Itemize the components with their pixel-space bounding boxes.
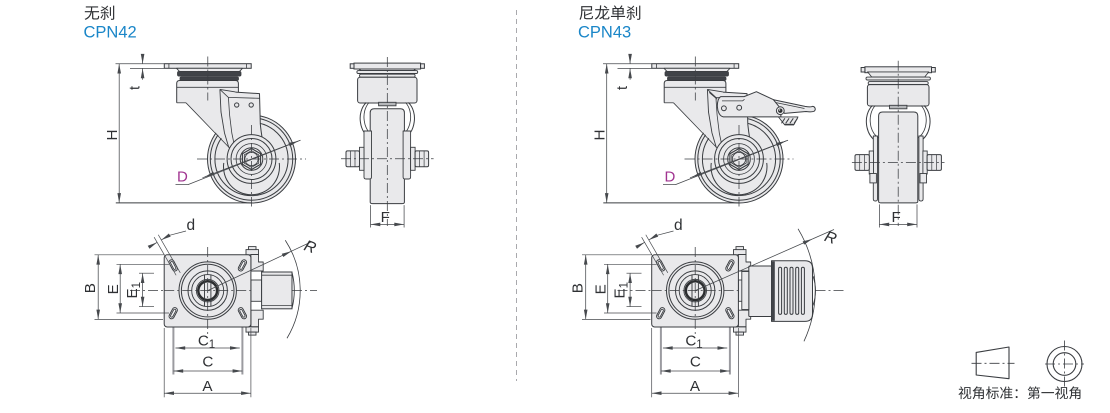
svg-text:H: H xyxy=(591,130,608,141)
svg-text:B: B xyxy=(569,283,586,293)
svg-text:F: F xyxy=(892,209,901,226)
svg-text:CPN43: CPN43 xyxy=(578,23,631,41)
svg-text:d: d xyxy=(674,217,683,234)
svg-text:R: R xyxy=(302,238,319,258)
svg-text:t: t xyxy=(615,86,631,90)
svg-text:t: t xyxy=(127,86,143,90)
svg-text:R: R xyxy=(822,228,839,248)
svg-text:F: F xyxy=(381,209,390,226)
svg-text:C: C xyxy=(690,354,701,371)
svg-text:A: A xyxy=(202,378,213,395)
svg-text:CPN42: CPN42 xyxy=(84,23,137,41)
svg-text:E: E xyxy=(592,284,609,294)
svg-text:E: E xyxy=(105,284,122,294)
svg-text:D: D xyxy=(665,168,676,185)
svg-text:d: d xyxy=(187,217,196,234)
svg-text:D: D xyxy=(177,168,188,185)
svg-text:A: A xyxy=(690,378,701,395)
svg-text:B: B xyxy=(82,283,99,293)
svg-text:C: C xyxy=(202,354,213,371)
svg-text:H: H xyxy=(104,130,121,141)
